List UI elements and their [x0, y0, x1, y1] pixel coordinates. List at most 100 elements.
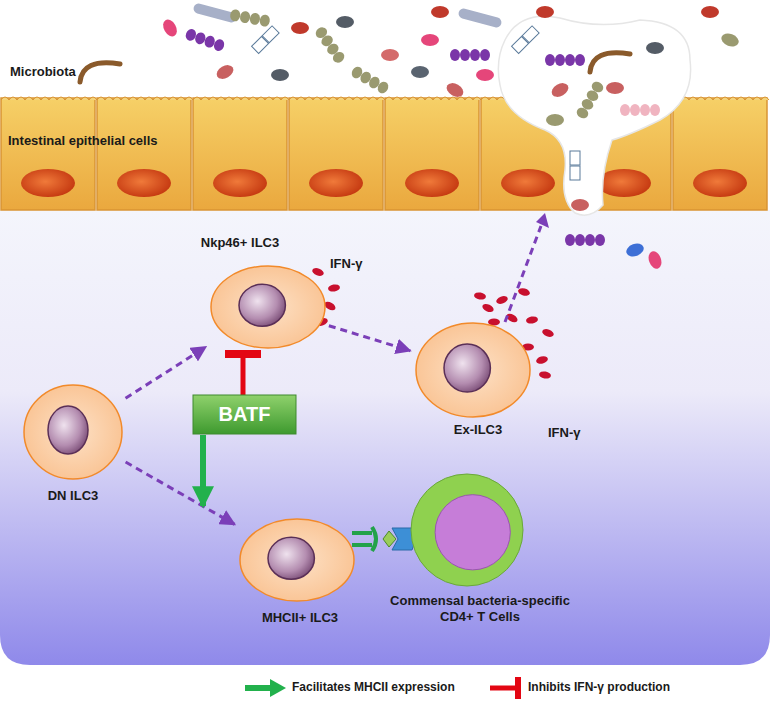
nucleus	[309, 169, 363, 197]
microvilli	[385, 97, 481, 100]
bacteria	[80, 2, 741, 270]
epithelial-cell	[673, 98, 767, 210]
bacterium	[444, 80, 466, 99]
bacterium	[575, 80, 605, 121]
epithelial-cell	[1, 98, 95, 210]
cell-outline	[415, 322, 531, 418]
bacterium	[80, 63, 120, 82]
region-label: Intestinal epithelial cells	[8, 133, 158, 149]
ex-ilc3-arrow	[505, 226, 541, 322]
epithelial-cell	[97, 98, 191, 210]
bacterium	[536, 6, 554, 18]
ifn-gamma-dot	[473, 292, 486, 301]
bacterium	[291, 22, 309, 34]
bacterium	[624, 241, 645, 258]
legend-text: Facilitates MHCII expression	[292, 680, 455, 694]
microvilli	[97, 97, 193, 100]
bacterium	[570, 151, 580, 180]
bacterium	[411, 66, 429, 78]
tcell-outline	[410, 473, 524, 587]
microvilli	[673, 97, 769, 100]
bacterium	[214, 62, 236, 81]
tcr-mhc-contact	[352, 527, 416, 551]
transcription-factor-box: BATF	[193, 395, 296, 434]
epithelial-cell	[289, 98, 383, 210]
microvilli	[1, 97, 97, 100]
bacterium	[545, 54, 585, 66]
bacterium	[620, 104, 660, 116]
region-label: Microbiota	[10, 64, 76, 80]
ex-ilc3-arrowhead	[536, 213, 549, 228]
bacterium	[701, 6, 719, 18]
legend-text: Inhibits IFN-γ production	[528, 680, 670, 694]
bacterium	[546, 114, 564, 126]
ifn-gamma-dot	[311, 267, 325, 278]
bacterium	[512, 26, 540, 54]
bacterium	[271, 69, 289, 81]
bacterium	[184, 28, 226, 53]
bacterium	[590, 53, 630, 72]
legend-samples	[245, 677, 518, 699]
inhibition-connector	[241, 354, 246, 395]
bacterium	[252, 26, 280, 54]
cell-label: MHCII+ ILC3	[262, 610, 338, 626]
arrow-connector	[200, 435, 206, 506]
cell-outline	[210, 265, 326, 349]
ifn-gamma-dot	[541, 328, 555, 339]
arrow-connector	[329, 326, 410, 351]
box-label: BATF	[193, 395, 296, 434]
bacterium	[646, 42, 664, 54]
ifn-gamma-dot	[525, 316, 538, 325]
bacterium	[229, 9, 270, 28]
cell-outline	[23, 384, 123, 480]
bacterium	[476, 69, 494, 81]
ifn-gamma-dot	[495, 295, 509, 306]
ifn-gamma-dot	[327, 284, 340, 293]
nucleus	[117, 169, 171, 197]
ilc3-cell: Nkp46+ ILC3	[210, 265, 326, 349]
microvilli	[193, 97, 289, 100]
ilc3-cell: MHCII+ ILC3	[239, 518, 355, 602]
nucleus	[597, 169, 651, 197]
nucleus	[21, 169, 75, 197]
bacterium	[336, 16, 354, 28]
bacterium	[565, 234, 605, 246]
cell-label: Commensal bacteria-specific CD4+ T Cells	[385, 593, 575, 624]
cell-outline	[239, 518, 355, 602]
microvilli	[289, 97, 385, 100]
cell-label: Ex-ILC3	[454, 422, 502, 438]
cell-label: DN ILC3	[48, 488, 99, 504]
bacterium	[646, 249, 663, 270]
nucleus	[501, 169, 555, 197]
bacterium	[160, 17, 179, 39]
bacterium	[421, 34, 439, 46]
nucleus	[693, 169, 747, 197]
ifn-gamma-dot	[535, 355, 548, 365]
bacterium	[381, 49, 399, 61]
epithelial-cell	[193, 98, 287, 210]
bacterium	[457, 7, 502, 28]
bacterium	[571, 199, 589, 211]
ifn-gamma-dot	[538, 371, 551, 380]
bacterium	[719, 31, 740, 48]
bacterium	[350, 65, 391, 95]
ilc3-cell: DN ILC3	[23, 384, 123, 480]
epithelium	[1, 97, 769, 210]
bacterium	[431, 6, 449, 18]
epithelial-breach	[498, 16, 690, 215]
ilc3-cell: Ex-ILC3	[415, 322, 531, 418]
bacterium	[606, 82, 624, 94]
ifn-gamma-dot	[517, 287, 530, 297]
ifn-gamma-dot	[481, 302, 495, 313]
lamina-propria	[0, 210, 770, 665]
arrow-connector	[126, 347, 206, 398]
epithelial-cell	[385, 98, 479, 210]
nucleus	[213, 169, 267, 197]
t-cell: Commensal bacteria-specific CD4+ T Cells	[410, 473, 524, 587]
cytokine-label: IFN-γ	[548, 425, 581, 441]
bacterium	[450, 49, 490, 61]
bacterium	[314, 25, 347, 65]
nucleus	[405, 169, 459, 197]
